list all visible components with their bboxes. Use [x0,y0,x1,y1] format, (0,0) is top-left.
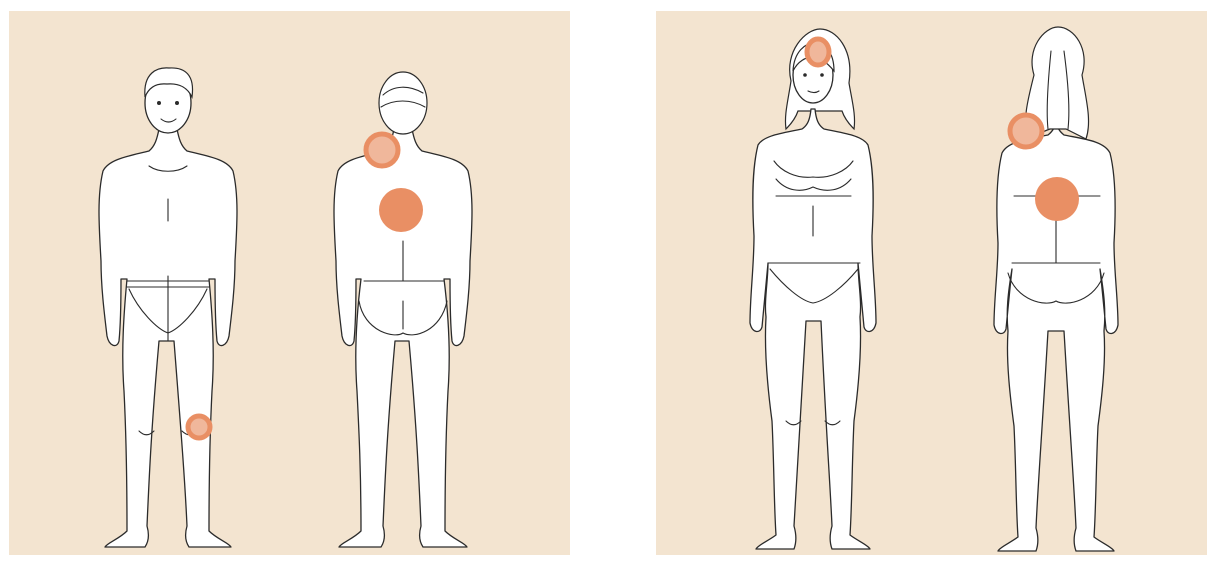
male-body-panel [9,11,570,555]
male-back-shoulder-marker [366,134,398,166]
male-body-diagram [9,11,570,555]
female-body-diagram [656,11,1207,555]
male-front-knee-marker [188,416,210,438]
panel-background [656,11,1207,555]
male-back-head [379,72,427,134]
male-back-upperback-marker [379,188,423,232]
female-back-midback-marker [1035,177,1079,221]
female-body-panel [656,11,1207,555]
panel-background [9,11,570,555]
female-front-forehead-marker [807,39,829,65]
female-back-shoulder-marker [1010,115,1042,147]
